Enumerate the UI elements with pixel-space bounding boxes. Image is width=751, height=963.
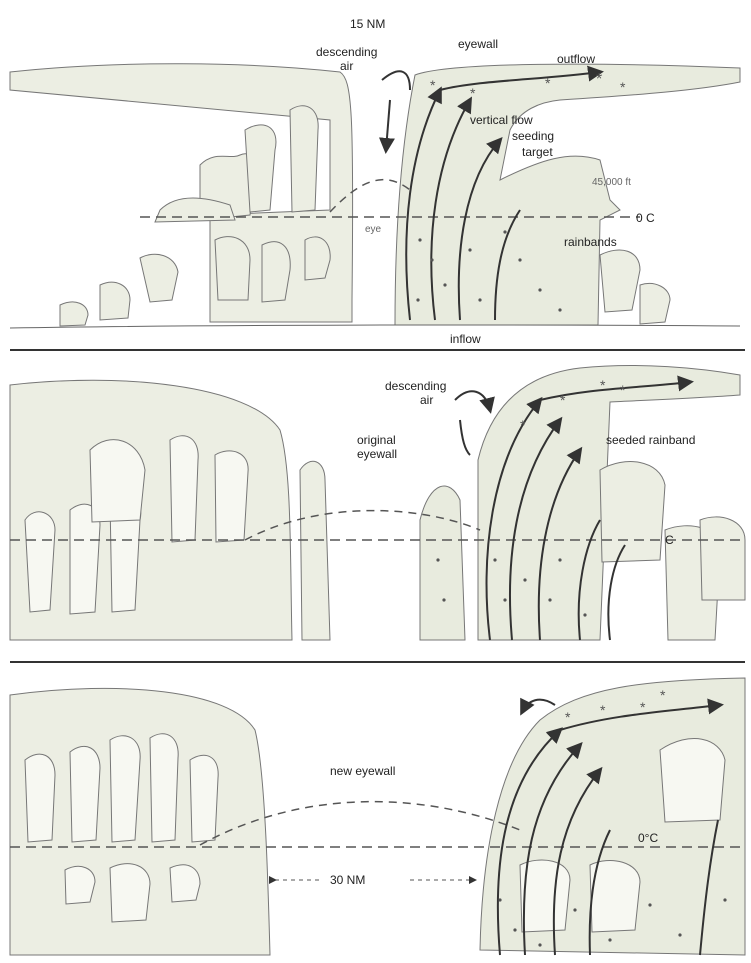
original-eyewall-cloud (300, 461, 330, 640)
svg-text:*: * (560, 392, 566, 408)
descending-air-label-2: air (340, 59, 353, 73)
descending-air-label-1b: descending (385, 379, 446, 393)
new-eyewall-cloud-2 (420, 486, 465, 640)
svg-text:*: * (600, 377, 606, 393)
outflow-label: outflow (557, 52, 595, 66)
svg-text:*: * (660, 687, 666, 703)
eye-label: eye (365, 224, 382, 235)
left-cloud-mass-2 (10, 380, 292, 640)
descending-air-label-1: descending (316, 45, 377, 59)
descending-air-label-2b: air (420, 393, 433, 407)
svg-text:*: * (520, 417, 526, 433)
svg-text:*: * (596, 71, 602, 88)
svg-text:*: * (545, 75, 551, 91)
original-label: original (357, 433, 396, 447)
target-label: target (522, 145, 553, 159)
right-eyewall-mass (395, 64, 740, 325)
vertical-flow-label: vertical flow (470, 113, 533, 127)
eyewall-label: eyewall (458, 37, 498, 51)
svg-text:*: * (620, 382, 626, 398)
new-eyewall-label: new eyewall (330, 764, 395, 778)
freezing-label-3: 0°C (638, 831, 658, 845)
svg-text:*: * (640, 699, 646, 715)
freezing-label-2: C (665, 533, 674, 547)
seeding-label: seeding (512, 129, 554, 143)
svg-text:*: * (430, 77, 436, 93)
rainbands-label: rainbands (564, 235, 617, 249)
freezing-label-1: 0 C (636, 211, 655, 225)
seeded-rainband-label: seeded rainband (606, 433, 695, 447)
scale-label-15nm: 15 NM (350, 17, 385, 31)
eyewall-label-2: eyewall (357, 447, 397, 461)
scale-label-30nm: 30 NM (330, 873, 365, 887)
altitude-label: 45,000 ft (592, 177, 631, 188)
panel-1: * * * * * 15 NM descending air eyewall o… (10, 17, 740, 346)
svg-text:*: * (600, 702, 606, 718)
panel-3: * * * * new eyewall 0°C 30 NM (10, 678, 745, 955)
svg-text:*: * (565, 709, 571, 725)
svg-text:*: * (470, 85, 476, 101)
svg-text:*: * (620, 79, 626, 95)
panel-2: * * * * descending air original eyewall … (10, 366, 745, 640)
inflow-label: inflow (450, 332, 481, 346)
